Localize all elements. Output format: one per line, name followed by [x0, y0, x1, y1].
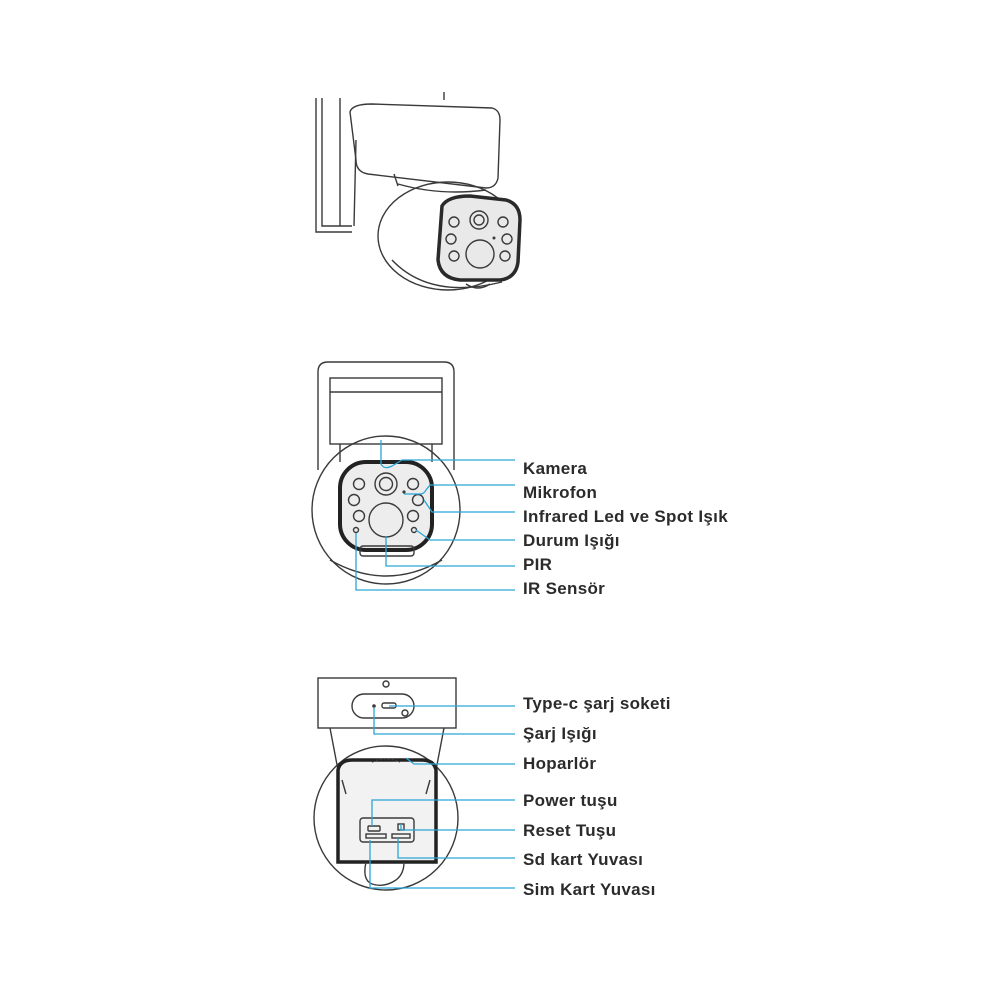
label-reset-button: Reset Tuşu	[523, 821, 617, 840]
bottom-sphere	[313, 745, 459, 891]
label-infrared-led: Infrared Led ve Spot Işık	[523, 507, 728, 526]
label-type-c-port: Type-c şarj soketi	[523, 694, 671, 713]
label-camera: Kamera	[523, 459, 588, 478]
front-leader-lines	[355, 440, 515, 591]
front-bracket	[317, 361, 455, 470]
camera-lens-drawing	[374, 472, 398, 496]
angled-pir	[465, 239, 495, 269]
bottom-view	[313, 677, 459, 891]
label-status-light: Durum Işığı	[523, 531, 620, 550]
wall-plate-edge	[321, 98, 352, 227]
label-pir: PIR	[523, 555, 553, 574]
label-speaker: Hoparlör	[523, 754, 597, 773]
wall-plate	[315, 98, 352, 233]
front-sphere	[311, 435, 461, 585]
bottom-top-housing	[317, 677, 457, 729]
front-top-housing	[329, 377, 443, 445]
ir-sensor-dot	[352, 526, 360, 534]
label-microphone: Mikrofon	[523, 483, 598, 502]
label-sd-card-slot: Sd kart Yuvası	[523, 850, 644, 869]
sim-slot-drawing	[391, 833, 411, 839]
front-bottom-bar	[359, 545, 415, 557]
bottom-leader-lines	[369, 705, 515, 889]
front-view	[311, 361, 461, 585]
sd-slot-drawing	[365, 833, 387, 839]
power-switch-drawing	[367, 825, 381, 832]
label-charge-light: Şarj Işığı	[523, 724, 597, 743]
label-sim-card-slot: Sim Kart Yuvası	[523, 880, 656, 899]
angled-view	[315, 92, 522, 291]
microphone-hole	[402, 490, 406, 494]
label-power-button: Power tuşu	[523, 791, 618, 810]
mount-arm	[349, 103, 501, 189]
bottom-body	[336, 758, 438, 864]
charge-light-dot	[372, 704, 376, 708]
label-ir-sensor: IR Sensör	[523, 579, 606, 598]
angled-camera-lens	[469, 210, 489, 230]
